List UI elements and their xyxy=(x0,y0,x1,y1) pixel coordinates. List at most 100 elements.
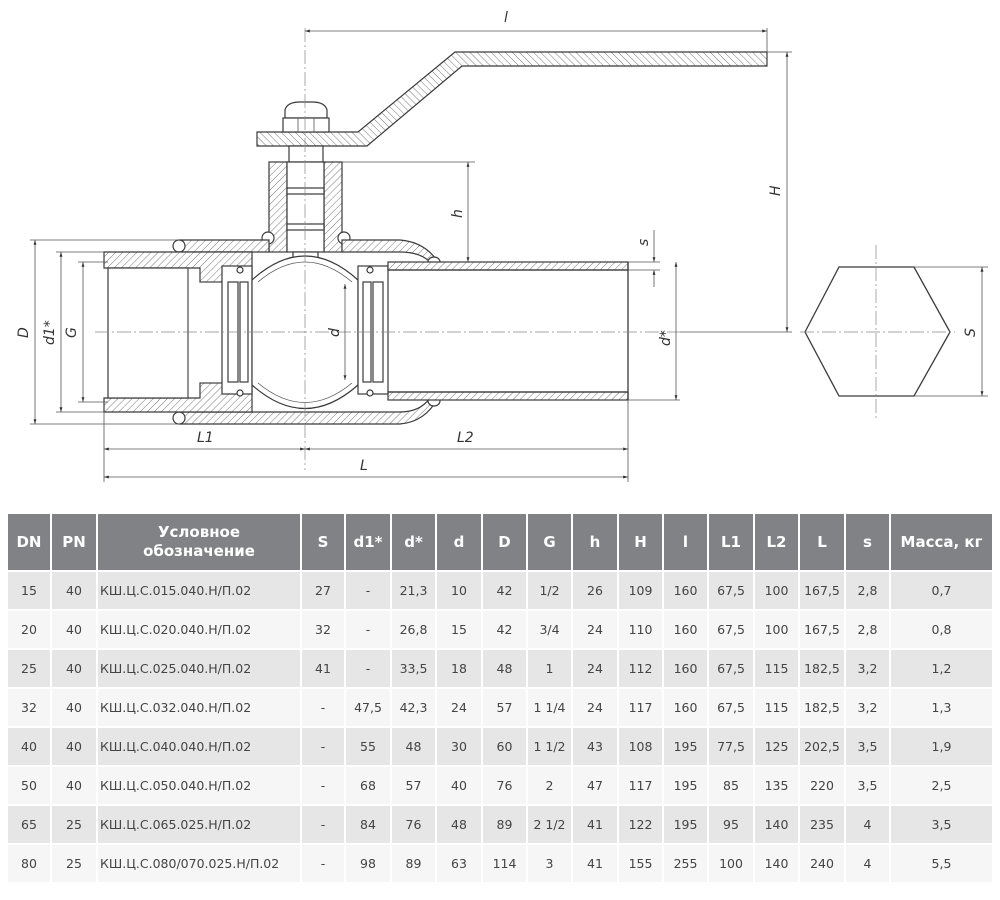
column-header-D: D xyxy=(483,514,526,570)
cell-L: 182,5 xyxy=(800,650,844,687)
cell-d-star: 48 xyxy=(392,728,435,765)
cell-h: 43 xyxy=(573,728,617,765)
dim-label-L1: L1 xyxy=(197,430,214,446)
stem-assembly xyxy=(261,101,351,269)
cell-l: 255 xyxy=(664,845,707,882)
dim-label-s: s xyxy=(636,239,652,246)
ball-valve-technical-drawing: l H h s d* S D d1* G d L1 L2 L xyxy=(16,10,988,482)
cell-s-wall: 3,5 xyxy=(846,728,889,765)
cell-d1: 47,5 xyxy=(346,689,390,726)
cell-s-key: - xyxy=(302,806,344,843)
cell-d1: 68 xyxy=(346,767,390,804)
cell-s-key: 41 xyxy=(302,650,344,687)
cell-mass: 1,2 xyxy=(891,650,992,687)
cell-d1: 84 xyxy=(346,806,390,843)
dim-label-d: d xyxy=(327,328,343,337)
column-header-L1: L1 xyxy=(709,514,753,570)
cell-L2: 115 xyxy=(755,689,798,726)
cell-pn: 40 xyxy=(52,572,96,609)
cell-mass: 3,5 xyxy=(891,806,992,843)
cell-G: 1 xyxy=(528,650,571,687)
cell-l: 195 xyxy=(664,767,707,804)
cell-h: 24 xyxy=(573,611,617,648)
column-header-L2: L2 xyxy=(755,514,798,570)
cell-G: 1 1/2 xyxy=(528,728,571,765)
cell-d: 18 xyxy=(437,650,481,687)
dim-label-L: L xyxy=(360,458,368,474)
cell-d: 63 xyxy=(437,845,481,882)
cell-designation: КШ.Ц.С.040.040.Н/П.02 xyxy=(98,728,300,765)
cell-L: 182,5 xyxy=(800,689,844,726)
cell-dn: 25 xyxy=(8,650,50,687)
cell-d: 15 xyxy=(437,611,481,648)
cell-designation: КШ.Ц.С.020.040.Н/П.02 xyxy=(98,611,300,648)
cell-L1: 100 xyxy=(709,845,753,882)
cell-d1: - xyxy=(346,572,390,609)
cell-mass: 0,7 xyxy=(891,572,992,609)
cell-d: 30 xyxy=(437,728,481,765)
cell-designation: КШ.Ц.С.080/070.025.Н/П.02 xyxy=(98,845,300,882)
column-header-L: L xyxy=(800,514,844,570)
cell-d: 40 xyxy=(437,767,481,804)
cell-dn: 20 xyxy=(8,611,50,648)
cell-s-wall: 2,8 xyxy=(846,611,889,648)
cell-d-star: 76 xyxy=(392,806,435,843)
cell-L1: 67,5 xyxy=(709,572,753,609)
cell-s-wall: 3,2 xyxy=(846,689,889,726)
cell-H: 112 xyxy=(619,650,662,687)
cell-H: 109 xyxy=(619,572,662,609)
column-header-dn: DN xyxy=(8,514,50,570)
hexagon-end-view xyxy=(800,245,955,418)
cell-d-star: 21,3 xyxy=(392,572,435,609)
cell-h: 41 xyxy=(573,845,617,882)
cell-G: 3 xyxy=(528,845,571,882)
cell-D: 114 xyxy=(483,845,526,882)
cell-dn: 80 xyxy=(8,845,50,882)
column-header-l: l xyxy=(664,514,707,570)
cell-pn: 40 xyxy=(52,728,96,765)
cell-d: 10 xyxy=(437,572,481,609)
cell-s-key: - xyxy=(302,689,344,726)
cell-s-key: - xyxy=(302,728,344,765)
cell-s-key: 27 xyxy=(302,572,344,609)
column-header-pn: PN xyxy=(52,514,96,570)
cell-l: 160 xyxy=(664,650,707,687)
cell-l: 160 xyxy=(664,611,707,648)
cell-l: 195 xyxy=(664,728,707,765)
dim-label-d-star: d* xyxy=(658,330,674,346)
dim-label-h: h xyxy=(450,209,466,218)
cell-d-star: 89 xyxy=(392,845,435,882)
cell-L2: 125 xyxy=(755,728,798,765)
cell-s-wall: 3,2 xyxy=(846,650,889,687)
cell-D: 89 xyxy=(483,806,526,843)
cell-L: 202,5 xyxy=(800,728,844,765)
dim-label-d1: d1* xyxy=(42,320,58,345)
dim-label-D: D xyxy=(16,327,32,338)
dim-label-G: G xyxy=(64,327,80,338)
cell-G: 2 1/2 xyxy=(528,806,571,843)
cell-L1: 85 xyxy=(709,767,753,804)
cell-d: 24 xyxy=(437,689,481,726)
column-header-d-star: d* xyxy=(392,514,435,570)
cell-d-star: 57 xyxy=(392,767,435,804)
dimension-lines xyxy=(30,28,988,482)
cell-designation: КШ.Ц.С.015.040.Н/П.02 xyxy=(98,572,300,609)
cell-L1: 67,5 xyxy=(709,611,753,648)
cell-L1: 77,5 xyxy=(709,728,753,765)
cell-s-wall: 3,5 xyxy=(846,767,889,804)
cell-L1: 67,5 xyxy=(709,689,753,726)
cell-d1: - xyxy=(346,650,390,687)
column-header-G: G xyxy=(528,514,571,570)
cell-G: 3/4 xyxy=(528,611,571,648)
cell-G: 1/2 xyxy=(528,572,571,609)
cell-mass: 5,5 xyxy=(891,845,992,882)
cell-pn: 40 xyxy=(52,650,96,687)
cell-L: 220 xyxy=(800,767,844,804)
